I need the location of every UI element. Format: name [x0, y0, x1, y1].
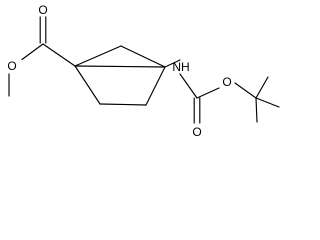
chemical-structure-diagram: O O NH O O [7, 3, 280, 139]
ring-carbon-to-second-bridgehead-bond [145, 66, 166, 106]
nitrogen-to-carbamate-carbonyl-bond [179, 73, 198, 99]
direct-bridge-bond [74, 65, 166, 68]
amine-nitrogen-label: NH [172, 60, 189, 74]
bond-lines [8, 16, 280, 124]
ester-carbonyl-to-bridgehead-bond [42, 43, 76, 67]
carbamate-ether-oxygen-label: O [222, 75, 231, 89]
atom-labels: O O NH O O [7, 3, 231, 139]
carbamate-carbonyl-to-ether-oxygen-bond [196, 87, 220, 99]
bridge-carbon-to-second-bridgehead-bond [120, 45, 166, 68]
ether-oxygen-to-tert-butyl-carbon-bond [234, 82, 257, 99]
bridgehead-to-nitrogen-bond [164, 59, 181, 68]
bridgehead-to-bridge-carbon-bond [74, 45, 122, 67]
tert-butyl-right-methyl-bond [255, 97, 280, 108]
ester-carbonyl-oxygen-label: O [38, 3, 47, 17]
ring-carbon-to-ring-carbon-bond [99, 103, 147, 106]
carbamate-carbonyl-oxygen-label: O [192, 125, 201, 139]
bridgehead-to-ring-carbon-bond [74, 65, 101, 105]
tert-butyl-lower-methyl-bond [255, 97, 258, 123]
ester-ether-oxygen-label: O [7, 59, 16, 73]
ester-carbonyl-to-ether-oxygen-bond [21, 43, 44, 61]
tert-butyl-upper-methyl-bond [255, 76, 269, 99]
